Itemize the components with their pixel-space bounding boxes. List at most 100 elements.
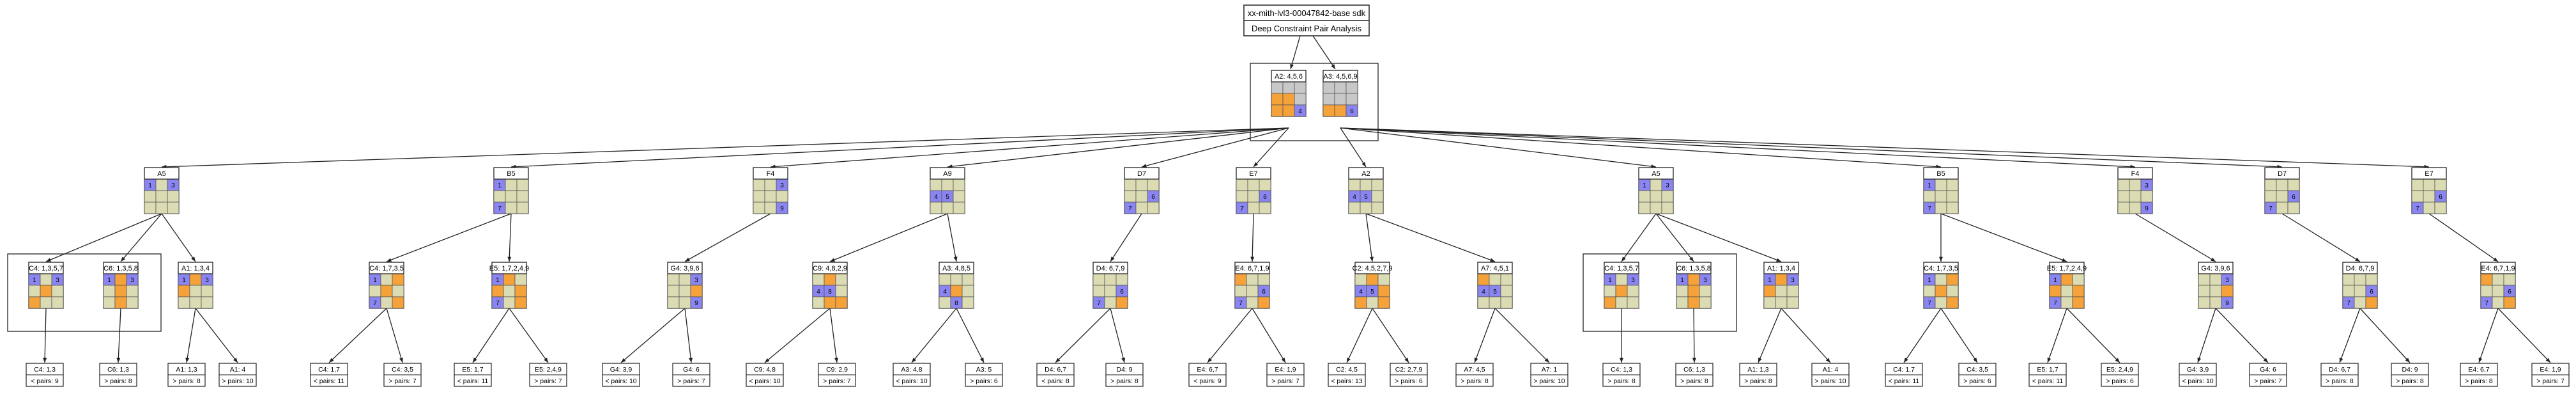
grid-cell [2276,201,2288,214]
grid-cell [1246,273,1259,286]
cell-candidate: 1 [1768,277,1772,284]
leaf-pairs: > pairs: 7 [534,377,562,385]
grid-cell [392,285,404,297]
tree-edge [1372,308,1409,363]
leaf-node: E4: 6,7< pairs: 9 [1188,363,1227,387]
leaf-label: C2: 4,5 [1336,366,1358,374]
grid-cell [1246,285,1259,297]
leaf-node: D4: 9> pairs: 8 [1105,363,1144,387]
grid-cell [493,190,506,203]
grid-cell [1371,190,1384,203]
grid-cell [2354,273,2366,286]
leaf-pairs: > pairs: 8 [104,377,132,385]
grid-cell [2117,190,2130,203]
tree-edge [947,213,958,262]
leaf-node: E5: 1,7< pairs: 11 [454,363,492,387]
grid-cell [1923,285,1936,297]
cluster-frames [7,63,1737,332]
node-label: A5 [157,170,165,178]
grid-cell [2434,178,2447,191]
node-label: C9: 4,8,2,9 [813,265,847,272]
grid-cell [2060,296,2073,309]
grid-cell [812,273,825,286]
leaf-pairs: > pairs: 7 [2536,377,2564,385]
node-label: G4: 3,9,6 [2201,265,2230,272]
tree-edge [1621,213,1657,262]
tree-edge [386,308,403,363]
tree-edge [1250,213,1255,262]
leaf-pairs: > pairs: 8 [1744,377,1772,385]
grid-cell [1366,273,1379,286]
tree-edge [829,213,948,262]
grid-cell [369,285,381,297]
leaf-node: A3: 5> pairs: 6 [965,363,1003,387]
grid-cell [939,273,951,286]
leaf-label: C2: 2,7,9 [1395,366,1423,374]
leaf-label: A1: 4 [1823,366,1839,374]
leaf-label: C4: 1,7 [318,366,340,374]
root-cluster-frame [1250,63,1379,141]
tree-edge [510,127,1289,169]
node-label: A1: 1,3,4 [181,265,210,272]
grid-cell [380,273,393,286]
cell-candidate: 6 [1151,194,1155,201]
leaf-pairs: < pairs: 9 [31,377,59,385]
grid-cell [1627,296,1639,309]
grid-cell [1500,273,1513,286]
tree-edge [185,308,196,363]
leaf-node: C4: 3,5> pairs: 6 [1958,363,1997,387]
tree-edge [2497,308,2551,363]
grid-cell [1135,178,1148,191]
grid-cell [144,201,157,214]
grid-cell [1124,178,1137,191]
grid-cell [1360,178,1372,191]
grid-cell [2209,296,2222,309]
leaf-node: A1: 4> pairs: 10 [1811,363,1850,387]
grid-cell [1294,93,1307,106]
tree-edge [507,213,512,262]
level2-grid-node: G4: 3,9,639 [667,262,703,309]
cell-candidate: 3 [2225,277,2229,284]
node-label: E5: 1,7,2,4,9 [489,265,529,272]
grid-cell [1104,273,1117,286]
cell-candidate: 5 [946,194,949,201]
grid-cell [516,201,529,214]
cell-candidate: 9 [2145,205,2149,212]
leaf-pairs: > pairs: 8 [172,377,201,385]
cell-candidate: 7 [498,205,502,212]
grid-cell [114,296,127,309]
cell-candidate: 1 [1928,277,1931,284]
tree-edge [1207,308,1253,363]
tree-edge [911,308,957,363]
grid-cell [505,178,518,191]
cell-candidate: 7 [1240,205,1244,212]
node-label: E7 [1249,170,1257,178]
grid-cell [1661,201,1674,214]
grid-cell [1775,285,1788,297]
tree-edge [1692,308,1696,363]
grid-cell [1234,285,1247,297]
grid-cell [1377,273,1390,286]
cell-candidate: 7 [373,300,377,307]
grid-cell [1360,201,1372,214]
tree-edge [1758,308,1782,363]
tree-edge [2047,308,2067,363]
leaf-label: D4: 9 [2402,366,2418,374]
grid-cell [941,178,954,191]
root-grid-node: A3: 4,5,6,96 [1322,70,1358,117]
leaf-label: C9: 2,9 [826,366,848,374]
grid-cell [380,285,393,297]
grid-cell [503,296,516,309]
grid-cell [1282,81,1295,94]
leaf-node: C2: 4,5< pairs: 13 [1328,363,1366,387]
leaf-pairs: < pairs: 11 [314,377,345,385]
grid-cell [2221,285,2234,297]
grid-cell [1147,178,1160,191]
leaf-label: C4: 1,3 [34,366,56,374]
grid-cell [189,296,202,309]
